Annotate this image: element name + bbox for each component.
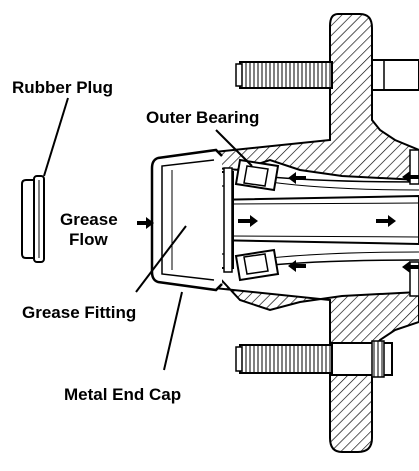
arrow-right-icon xyxy=(238,215,258,227)
arrow-right-icon xyxy=(376,215,396,227)
hub-casting xyxy=(213,13,419,453)
label-grease-flow-line1: Grease xyxy=(60,210,118,229)
label-grease-fitting: Grease Fitting xyxy=(22,303,136,322)
wheel-stud-lower xyxy=(235,340,393,378)
wheel-stud-upper xyxy=(235,59,419,91)
label-outer-bearing: Outer Bearing xyxy=(146,108,259,127)
arrow-left-icon xyxy=(288,260,306,272)
label-rubber-plug: Rubber Plug xyxy=(12,78,113,97)
metal-end-cap xyxy=(150,148,223,292)
leader-lines xyxy=(43,97,253,371)
outer-bearing-lower xyxy=(234,248,280,282)
grease-flow-arrows xyxy=(137,171,419,273)
label-metal-end-cap: Metal End Cap xyxy=(64,385,181,404)
arrow-left-icon xyxy=(288,172,306,184)
label-grease-flow-line2: Flow xyxy=(69,230,108,249)
arrow-left-icon xyxy=(402,261,419,273)
arrow-right-icon xyxy=(137,217,154,229)
arrow-left-icon xyxy=(402,171,419,183)
outer-bearing-upper xyxy=(234,158,280,192)
inner-bearing xyxy=(409,149,419,297)
rubber-plug xyxy=(21,175,45,263)
